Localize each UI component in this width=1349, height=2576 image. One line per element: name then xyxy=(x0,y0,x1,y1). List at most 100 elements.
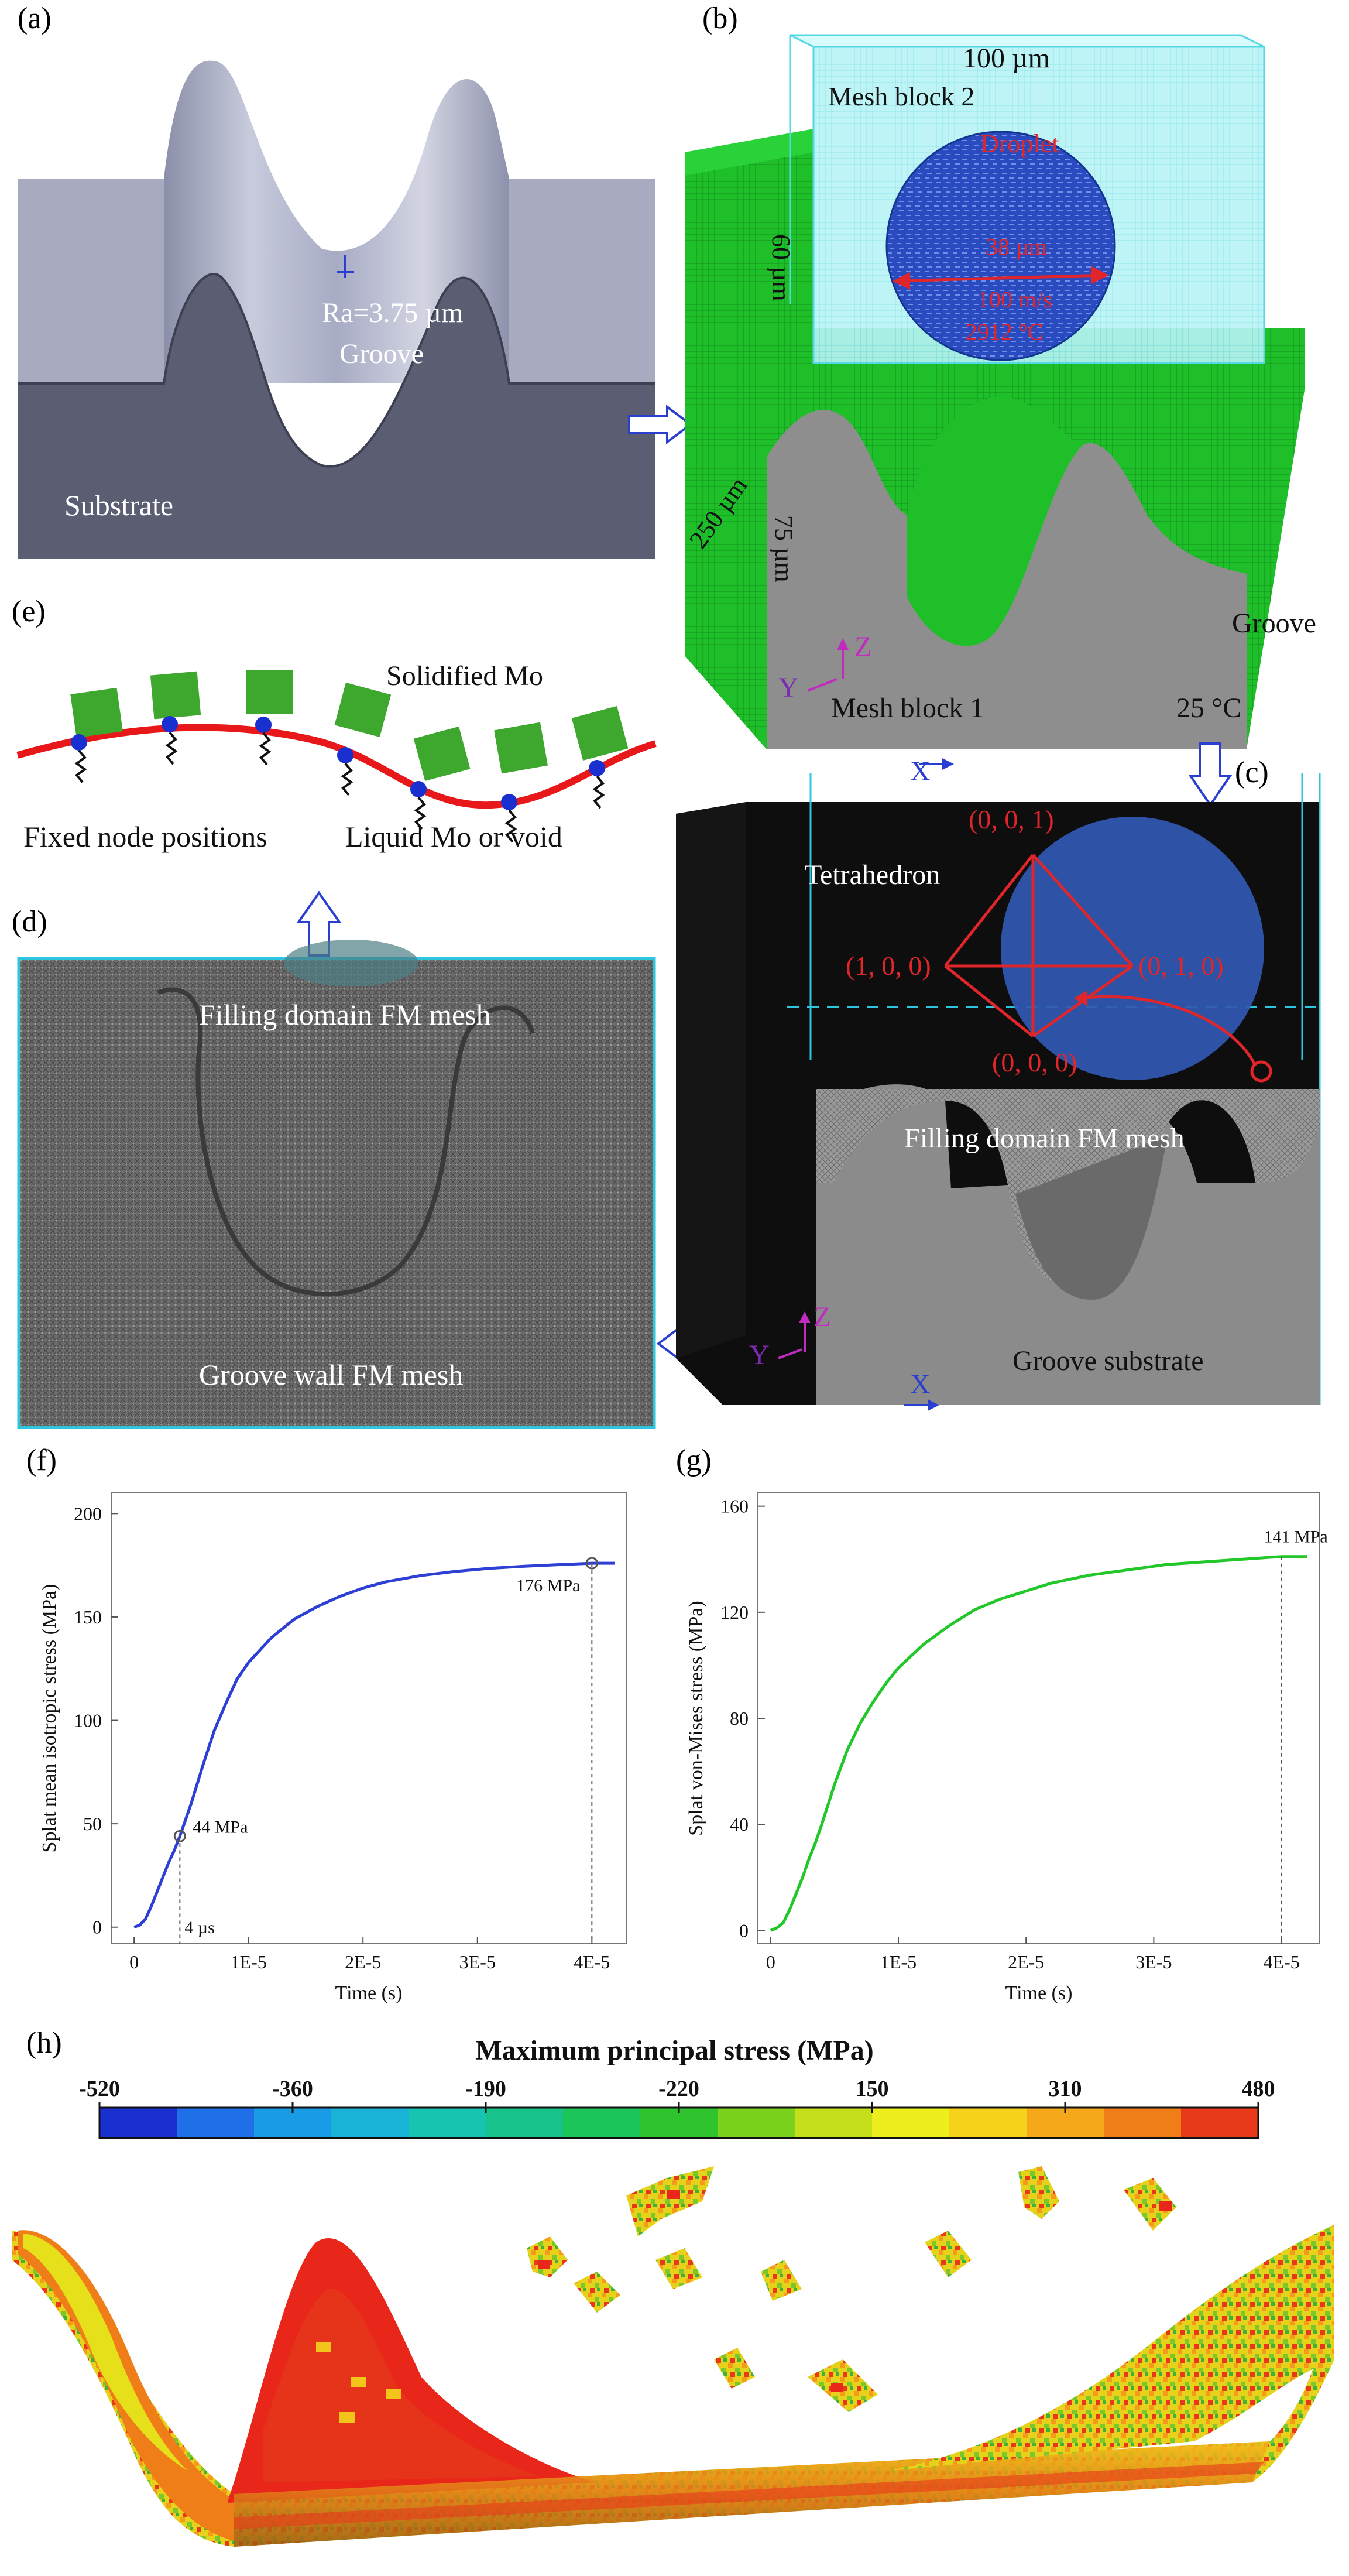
colorbar-tick-label: -220 xyxy=(658,2077,699,2101)
groove-3d-model: Ra=3.75 µm Groove Substrate xyxy=(18,56,655,559)
vertex-left-label: (1, 0, 0) xyxy=(846,951,931,981)
axis-y-label-b: Y xyxy=(778,672,799,703)
colorbar-swatch xyxy=(331,2108,409,2138)
x-tick-label: 2E-5 xyxy=(345,1951,381,1972)
x-tick-label: 4E-5 xyxy=(574,1951,610,1972)
y-axis-label: Splat mean isotropic stress (MPa) xyxy=(39,1584,60,1853)
panel-label-a: (a) xyxy=(18,2,52,35)
droplet-velocity-label: 100 m/s xyxy=(977,286,1052,313)
axis-x-label-c: X xyxy=(910,1369,931,1400)
stress-contour-map xyxy=(12,2166,1334,2547)
colorbar-tick-label: -190 xyxy=(465,2077,506,2101)
groove-wall-label-d: Groove wall FM mesh xyxy=(199,1358,463,1391)
node-fixing-diagram: Solidified Mo xyxy=(16,660,657,843)
tetrahedron-mesh-model: (0, 0, 1) (1, 0, 0) (0, 1, 0) (0, 0, 0) … xyxy=(676,773,1321,1411)
mesh-block-2-label: Mesh block 2 xyxy=(828,81,974,111)
colorbar-tick-label: 310 xyxy=(1049,2077,1082,2101)
axis-y-label-c: Y xyxy=(749,1340,770,1371)
droplet-temperature-label: 2912 °C xyxy=(966,318,1043,345)
vertex-top-label: (0, 0, 1) xyxy=(969,804,1054,834)
colorbar-swatch xyxy=(409,2108,486,2138)
y-tick-label: 100 xyxy=(74,1710,102,1731)
series-line xyxy=(770,1555,1307,1932)
y-tick-label: 0 xyxy=(739,1920,749,1941)
colorbar-swatch xyxy=(1104,2108,1182,2138)
panel-label-d: (d) xyxy=(12,905,47,938)
x-tick-label: 4E-5 xyxy=(1263,1951,1299,1972)
y-tick-label: 40 xyxy=(730,1814,749,1835)
substrate-label: Substrate xyxy=(64,489,173,522)
annotation-label: 44 MPa xyxy=(193,1817,248,1837)
filling-domain-label-d: Filling domain FM mesh xyxy=(199,998,491,1031)
y-tick-label: 50 xyxy=(83,1813,102,1834)
colorbar-swatch xyxy=(872,2108,950,2138)
filling-domain-label-c: Filling domain FM mesh xyxy=(904,1123,1185,1154)
annotation-label: 176 MPa xyxy=(516,1576,580,1595)
x-tick-label: 1E-5 xyxy=(880,1951,917,1972)
panel-label-e: (e) xyxy=(12,595,46,628)
mesh-block-1-label: Mesh block 1 xyxy=(831,693,984,724)
axis-x-label-b: X xyxy=(910,756,931,787)
annotation-label: 141 MPa xyxy=(1264,1527,1328,1547)
colorbar-swatch xyxy=(718,2108,795,2138)
x-tick-label: 3E-5 xyxy=(459,1951,496,1972)
colorbar-title: Maximum principal stress (MPa) xyxy=(475,2035,874,2066)
x-axis-label: Time (s) xyxy=(1005,1982,1073,2004)
colorbar-tick-label: -360 xyxy=(272,2077,313,2101)
panel-label-b: (b) xyxy=(702,2,738,35)
axis-z-label-b: Z xyxy=(854,631,871,662)
solidified-label: Solidified Mo xyxy=(386,660,543,691)
mesh-model-b: 100 µm Mesh block 2 Droplet 38 µm 100 m/… xyxy=(684,34,1316,770)
y-tick-label: 120 xyxy=(720,1602,749,1623)
x-tick-label: 0 xyxy=(129,1951,139,1972)
panel-label-h: (h) xyxy=(26,2026,62,2060)
groove-label-b: Groove xyxy=(1232,608,1316,639)
width-label: 100 µm xyxy=(963,43,1050,74)
panel-label-g: (g) xyxy=(676,1444,712,1477)
annotation-marker xyxy=(173,1830,186,1842)
colorbar-swatch xyxy=(99,2108,177,2138)
y-tick-label: 0 xyxy=(92,1917,102,1938)
y-axis-label: Splat von-Mises stress (MPa) xyxy=(685,1601,707,1835)
colorbar-swatch xyxy=(795,2108,873,2138)
vertex-bottom-label: (0, 0, 0) xyxy=(992,1047,1077,1077)
fixed-nodes-label: Fixed node positions xyxy=(23,820,267,853)
arrow-a-to-b xyxy=(628,405,693,444)
tetrahedron-label: Tetrahedron xyxy=(805,859,940,890)
colorbar-tick-label: 150 xyxy=(856,2077,889,2101)
panel-label-c: (c) xyxy=(1235,756,1269,789)
y-tick-label: 80 xyxy=(730,1708,749,1729)
y-tick-label: 200 xyxy=(74,1503,102,1524)
height-top-label: 60 µm xyxy=(767,234,795,302)
x-tick-label: 3E-5 xyxy=(1135,1951,1172,1972)
colorbar-swatch xyxy=(177,2108,255,2138)
x-tick-label: 2E-5 xyxy=(1008,1951,1044,1972)
colorbar-swatch xyxy=(949,2108,1027,2138)
droplet-diameter-label: 38 µm xyxy=(986,234,1047,260)
x-axis-label: Time (s) xyxy=(335,1982,403,2004)
fm-mesh-slice: Filling domain FM mesh Groove wall FM me… xyxy=(17,940,656,1429)
substrate-temperature-label: 25 °C xyxy=(1176,693,1241,724)
arrow-b-to-c xyxy=(1188,742,1233,807)
groove-label-a: Groove xyxy=(339,338,424,369)
axis-z-label-c: Z xyxy=(813,1301,830,1332)
droplet-label: Droplet xyxy=(980,129,1059,158)
x-tick-label: 0 xyxy=(766,1951,775,1972)
y-tick-label: 160 xyxy=(720,1496,749,1517)
annotation-label: 4 µs xyxy=(184,1918,214,1937)
colorbar-swatch xyxy=(563,2108,641,2138)
panel-label-f: (f) xyxy=(26,1444,57,1477)
y-tick-label: 150 xyxy=(74,1606,102,1628)
groove-substrate-label: Groove substrate xyxy=(1012,1345,1204,1376)
colorbar-swatch xyxy=(486,2108,564,2138)
series-line xyxy=(133,1561,615,1929)
height-bottom-label: 75 µm xyxy=(770,515,798,583)
colorbar-tick-label: 480 xyxy=(1242,2077,1275,2101)
plot-frame xyxy=(111,1492,627,1944)
roughness-label: Ra=3.75 µm xyxy=(322,297,463,328)
annotation-marker xyxy=(585,1557,598,1570)
x-tick-label: 1E-5 xyxy=(231,1951,267,1972)
